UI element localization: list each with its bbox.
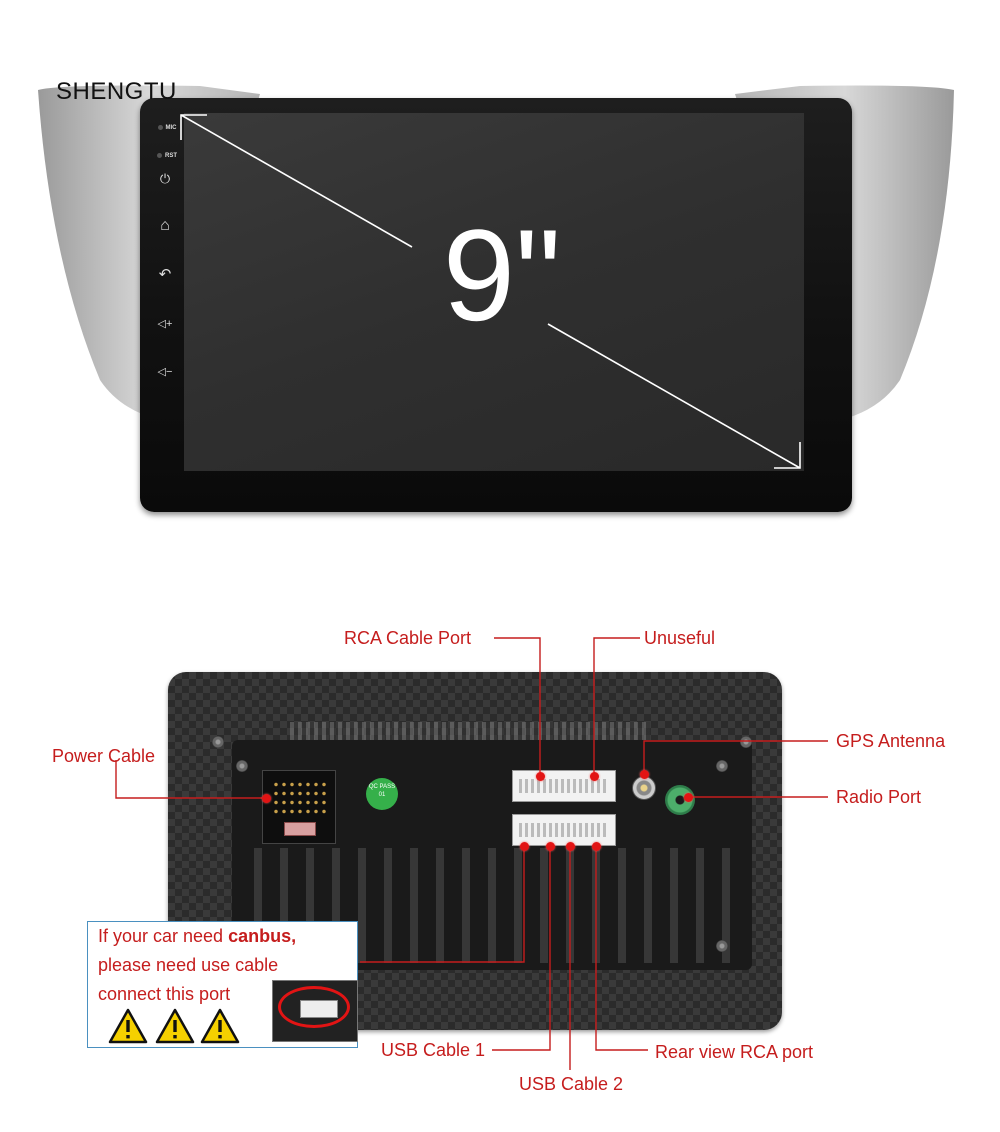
home-icon[interactable]: ⌂ bbox=[160, 217, 170, 234]
label-usb-cable-1: USB Cable 1 bbox=[381, 1040, 486, 1060]
reset-button[interactable]: RST bbox=[152, 148, 182, 164]
screw bbox=[212, 736, 224, 748]
canbus-note-prefix: If your car need bbox=[98, 926, 229, 946]
rca-connector[interactable] bbox=[512, 770, 616, 802]
canbus-port-marker bbox=[520, 842, 529, 851]
volume-down-icon[interactable]: ◁− bbox=[157, 366, 173, 378]
back-icon[interactable]: ↶ bbox=[158, 266, 172, 283]
label-rca-cable-port: RCA Cable Port bbox=[344, 628, 472, 648]
label-radio-port: Radio Port bbox=[836, 787, 922, 807]
label-usb-cable-2: USB Cable 2 bbox=[519, 1074, 624, 1094]
canbus-highlight-ring bbox=[278, 986, 350, 1028]
canbus-note-line3: connect this port bbox=[98, 984, 231, 1004]
volume-up-icon[interactable]: ◁+ bbox=[157, 318, 173, 330]
screen-diagonal-arrow bbox=[180, 114, 801, 469]
rca-port-marker bbox=[536, 772, 545, 781]
usb2-port-marker bbox=[566, 842, 575, 851]
usb1-port-marker bbox=[546, 842, 555, 851]
fuse bbox=[284, 822, 316, 836]
power-icon[interactable]: ⏻ bbox=[159, 171, 171, 186]
screw bbox=[236, 760, 248, 772]
screw bbox=[740, 736, 752, 748]
canbus-note-line2: please need use cable bbox=[98, 955, 279, 975]
mic-label: MIC bbox=[152, 120, 182, 136]
label-rear-view-rca-port: Rear view RCA port bbox=[655, 1042, 814, 1062]
label-power-cable: Power Cable bbox=[52, 746, 156, 766]
usb-connector[interactable] bbox=[512, 814, 616, 846]
screen-size-label: 9" bbox=[442, 202, 562, 348]
gps-port-marker bbox=[640, 770, 649, 779]
qc-sticker: QC PASS 01 bbox=[366, 778, 398, 810]
warning-icon bbox=[108, 1008, 148, 1044]
power-connector-pins bbox=[272, 780, 326, 816]
unuseful-port-marker bbox=[590, 772, 599, 781]
label-gps-antenna: GPS Antenna bbox=[836, 731, 946, 751]
rear-rca-port-marker bbox=[592, 842, 601, 851]
screw bbox=[716, 760, 728, 772]
warning-icon bbox=[155, 1008, 195, 1044]
radio-port-marker bbox=[684, 793, 693, 802]
power-port-marker bbox=[262, 794, 271, 803]
warning-icon bbox=[200, 1008, 240, 1044]
label-unuseful: Unuseful bbox=[644, 628, 716, 648]
brand-label: SHENGTU bbox=[56, 78, 177, 105]
canbus-note-line1: If your car need canbus, bbox=[98, 926, 296, 947]
screw bbox=[716, 940, 728, 952]
canbus-note-bold: canbus, bbox=[228, 926, 297, 946]
